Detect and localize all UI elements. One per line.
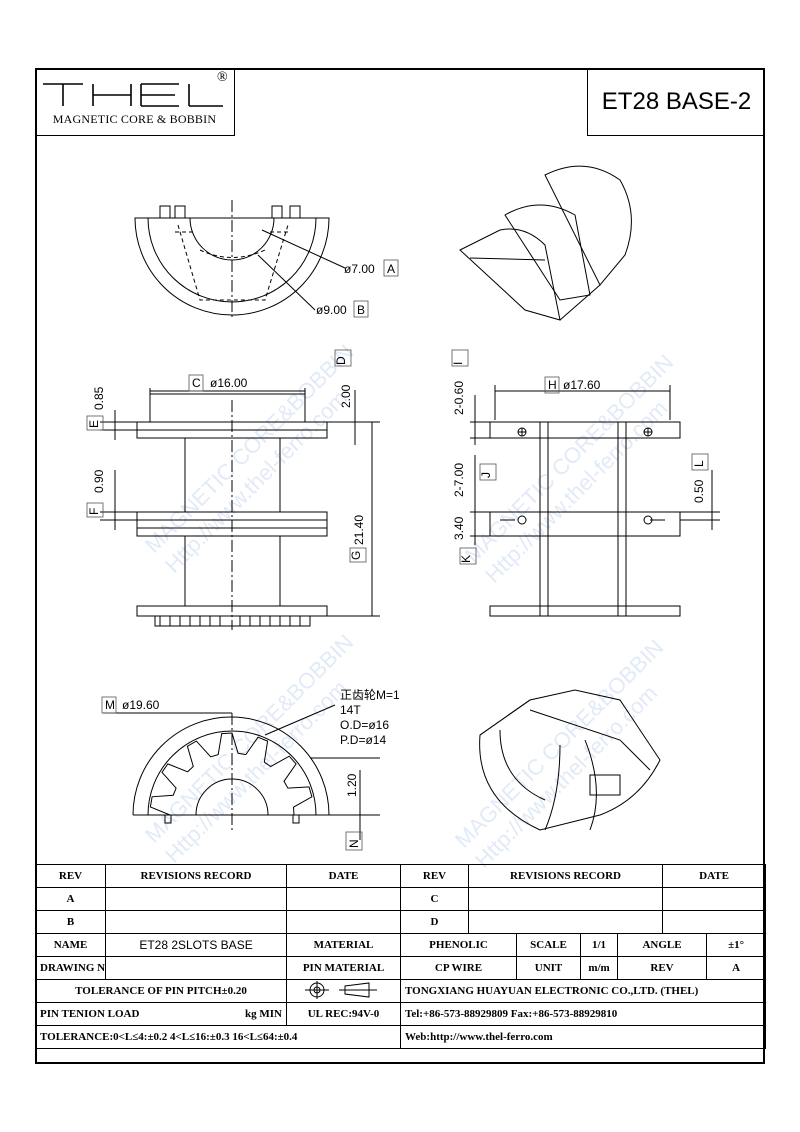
drawing-no-value <box>104 956 288 980</box>
rev-value-2: A <box>706 956 767 980</box>
gear-teeth-outline <box>149 732 313 816</box>
isometric-view-bottom <box>479 689 661 831</box>
drawing-no-label: DRAWING NO <box>35 956 106 980</box>
dim-tag-m: M <box>105 698 115 712</box>
dim-tag-d: D <box>334 356 348 365</box>
registered-mark: ® <box>217 70 228 85</box>
unit-label: UNIT <box>516 956 582 980</box>
company-name: TONGXIANG HUAYUAN ELECTRONIC CO.,LTD. (T… <box>400 979 767 1003</box>
dim-n: 1.20 <box>345 773 359 797</box>
scale-value: 1/1 <box>580 933 619 957</box>
pin-tension-label: PIN TENION LOAD <box>35 1002 221 1026</box>
drawing-title: ET28 BASE-2 <box>587 68 765 136</box>
pin-material-value: CP WIRE <box>400 956 518 980</box>
logo-tagline: MAGNETIC CORE & BOBBIN <box>52 112 217 126</box>
dim-f: 0.90 <box>92 469 106 493</box>
dim-k: 3.40 <box>452 516 466 540</box>
rev-d: D <box>400 910 470 934</box>
rev-a: A <box>35 887 106 911</box>
general-tolerance: TOLERANCE:0<L≤4:±0.2 4<L≤16:±0.3 16<L≤64… <box>34 1025 402 1049</box>
first-angle-projection-icon <box>304 980 377 999</box>
dim-tag-c: C <box>192 376 201 390</box>
contact-tel: Tel:+86-573-88929809 Fax:+86-573-8892981… <box>400 1002 767 1026</box>
date-header: DATE <box>286 864 402 888</box>
name-label: NAME <box>35 933 106 957</box>
thel-logo-wordmark <box>43 83 223 107</box>
isometric-view-top <box>459 165 632 321</box>
rev-b-date <box>286 910 402 934</box>
gear-note-line3: O.D=ø16 <box>340 718 389 732</box>
dim-tag-a: A <box>387 262 395 276</box>
angle-label: ANGLE <box>617 933 708 957</box>
title-block: REV REVISIONS RECORD DATE REV REVISIONS … <box>34 864 767 1049</box>
pin-material-label: PIN MATERIAL <box>286 956 402 980</box>
ul-rec: UL REC:94V-0 <box>286 1002 402 1026</box>
revisions-record-header-2: REVISIONS RECORD <box>468 864 664 888</box>
rev-a-record <box>104 887 288 911</box>
dim-tag-k: K <box>459 555 473 563</box>
dim-flange-dia: ø16.00 <box>210 376 248 390</box>
dim-j: 2-7.00 <box>452 463 466 497</box>
dim-tag-g: G <box>349 551 363 560</box>
side-view <box>470 385 720 617</box>
gear-note-line2: 14T <box>340 703 361 717</box>
company-logo: ® MAGNETIC CORE & BOBBIN <box>35 68 235 136</box>
pin-tension-unit: kg MIN <box>220 1002 288 1026</box>
pin-pitch-tolerance: TOLERANCE OF PIN PITCH±0.20 <box>34 979 288 1003</box>
dim-tag-h: H <box>548 378 557 392</box>
rev-c-record <box>468 887 664 911</box>
material-label: MATERIAL <box>286 933 402 957</box>
front-view <box>100 388 380 630</box>
gear-note-line4: P.D=ø14 <box>340 733 386 747</box>
dim-tag-n: N <box>347 839 361 848</box>
rev-d-date <box>662 910 767 934</box>
top-view <box>134 200 346 320</box>
rev-a-date <box>286 887 402 911</box>
rev-d-record <box>468 910 664 934</box>
dim-g: 21.40 <box>352 515 366 545</box>
dim-outer-dia: ø9.00 <box>316 303 347 317</box>
name-value: ET28 2SLOTS BASE <box>104 933 288 957</box>
rev-header: REV <box>35 864 106 888</box>
drawing-sheet-frame <box>35 68 765 1064</box>
rev-b: B <box>35 910 106 934</box>
projection-symbol <box>286 979 402 1003</box>
technical-drawing: ø7.00 A ø9.00 B C ø16.00 D 2.00 0.85 E 0… <box>86 165 720 851</box>
unit-value: m/m <box>580 956 619 980</box>
dim-d: 2.00 <box>339 384 353 408</box>
dim-l: 0.50 <box>692 479 706 503</box>
angle-value: ±1° <box>706 933 767 957</box>
date-header-2: DATE <box>662 864 767 888</box>
dim-e: 0.85 <box>92 386 106 410</box>
rev-label-2: REV <box>617 956 708 980</box>
dim-tag-f: F <box>87 508 101 515</box>
rev-b-record <box>104 910 288 934</box>
dim-tag-l: L <box>692 460 706 467</box>
rev-c-date <box>662 887 767 911</box>
scale-label: SCALE <box>516 933 582 957</box>
dim-inner-dia: ø7.00 <box>344 262 375 276</box>
material-value: PHENOLIC <box>400 933 518 957</box>
website: Web:http://www.thel-ferro.com <box>400 1025 767 1049</box>
dim-i: 2-0.60 <box>452 381 466 415</box>
gear-note-line1: 正齿轮M=1 <box>340 688 400 702</box>
dim-tag-i: I <box>451 362 465 365</box>
revisions-record-header: REVISIONS RECORD <box>104 864 288 888</box>
dim-tag-b: B <box>357 303 365 317</box>
rev-header-2: REV <box>400 864 470 888</box>
dim-tag-j: J <box>479 472 493 478</box>
dim-tag-e: E <box>87 420 101 428</box>
dim-h: ø17.60 <box>563 378 601 392</box>
rev-c: C <box>400 887 470 911</box>
gear-view <box>103 704 380 840</box>
dim-m: ø19.60 <box>122 698 160 712</box>
